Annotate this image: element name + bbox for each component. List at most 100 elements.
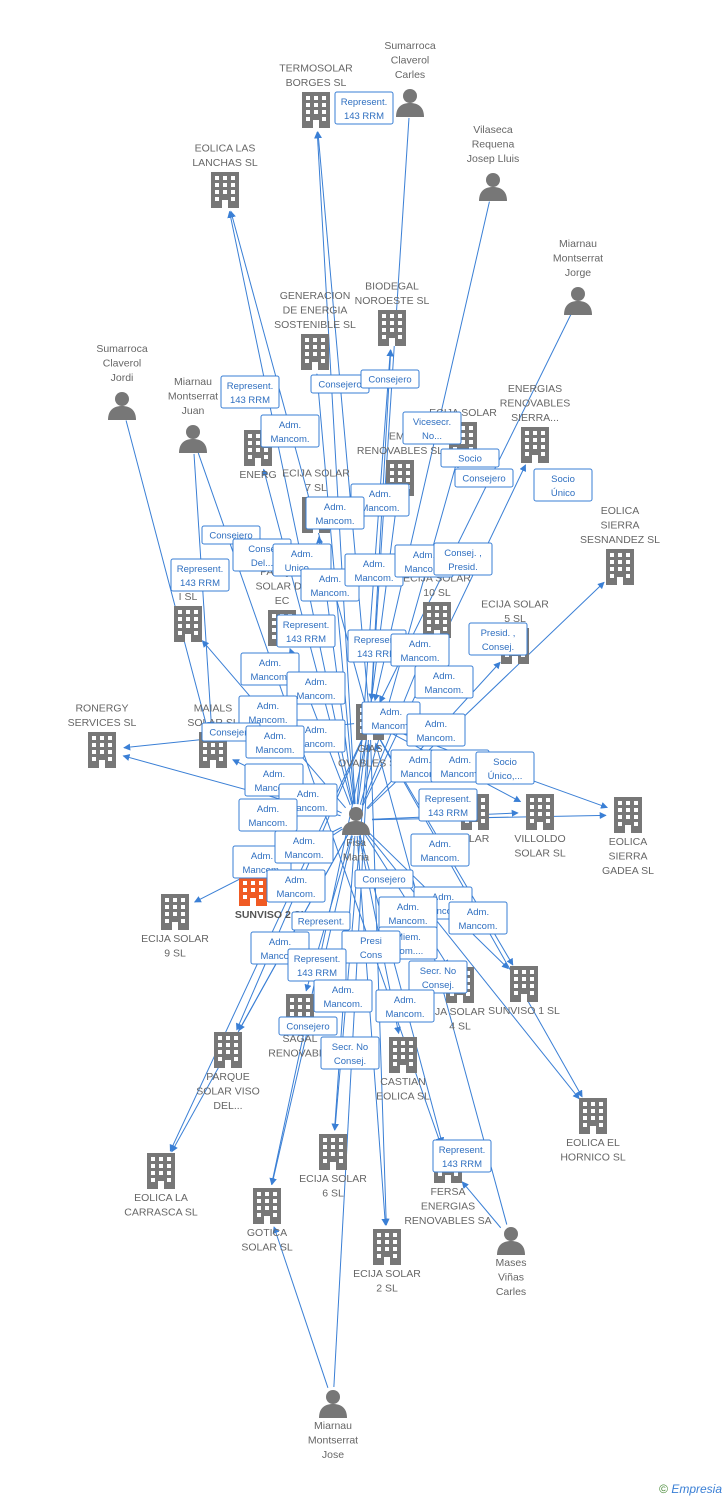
edge-role-label[interactable]: Adm.Mancom. <box>350 483 410 517</box>
edge-role-label[interactable]: Represent.143 RRM <box>220 375 280 409</box>
edge-role-label[interactable]: Consejero <box>310 374 370 394</box>
edge-role-label[interactable]: Adm.Mancom. <box>240 652 300 686</box>
edge-role-label[interactable]: Represent. <box>291 911 351 931</box>
node-label-line: 10 SL <box>423 587 451 599</box>
edge-role-label[interactable]: Presid. ,Consej. <box>468 622 528 656</box>
edge-label-text: Mancom. <box>248 818 287 829</box>
edge-role-label[interactable]: Adm.Mancom. <box>406 713 466 747</box>
edge-role-label[interactable]: Adm.Mancom. <box>245 725 305 759</box>
edge-label-text: Presid. , <box>481 628 516 639</box>
node-label-line: 7 SL <box>305 482 327 494</box>
company-node-energias_sierra[interactable]: ENERGIASRENOVABLESSIERRA... <box>500 383 570 463</box>
edge-role-label[interactable]: Consejero <box>278 1016 338 1036</box>
edge-role-label[interactable]: Consejero <box>354 869 414 889</box>
edge-role-label[interactable]: SocioÚnico,... <box>475 751 535 785</box>
edge-role-label[interactable]: Adm.Mancom. <box>375 989 435 1023</box>
edge-role-label[interactable]: Adm.Mancom. <box>378 896 438 930</box>
edge-role-label[interactable]: Adm.Mancom. <box>410 833 470 867</box>
edge-label-text: Mancom. <box>270 434 309 445</box>
footer-brand[interactable]: © Empresia <box>659 1482 722 1496</box>
edge-label-text: Adm. <box>257 701 279 712</box>
company-node-energ_partial[interactable]: ENERG <box>239 430 277 481</box>
edge-role-label[interactable]: Represent.143 RRM <box>418 788 478 822</box>
edge-role-label[interactable]: Adm.Mancom. <box>305 496 365 530</box>
edge-label-text: Cons <box>360 950 382 961</box>
edge-label-text: Único,... <box>488 771 523 782</box>
edge-role-label[interactable]: Adm.Mancom. <box>266 869 326 903</box>
edge-label-text: 143 RRM <box>442 1159 482 1170</box>
edge-role-label[interactable]: Adm.Mancom. <box>448 901 508 935</box>
edge-role-label[interactable]: Consejero <box>360 369 420 389</box>
edge-role-label[interactable]: Consejero <box>454 468 514 488</box>
company-node-sunviso1[interactable]: SUNVISO 1 SL <box>488 966 560 1017</box>
edge-role-label[interactable]: Represent.143 RRM <box>432 1139 492 1173</box>
edge-role-label[interactable]: Represent.143 RRM <box>287 948 347 982</box>
edge-role-label[interactable]: Adm.Mancom. <box>286 671 346 705</box>
edge-role-label[interactable]: Represent.143 RRM <box>170 558 230 592</box>
edge-role-label[interactable]: Adm.Mancom. <box>430 749 490 783</box>
edge-role-label[interactable]: Adm.Mancom. <box>414 665 474 699</box>
node-label-line: CASTIAN <box>380 1076 426 1088</box>
building-icon <box>211 172 239 208</box>
company-node-sunviso2[interactable]: SUNVISO 2 SL <box>235 870 308 921</box>
edge-label-box <box>274 830 334 864</box>
edge-label-text: Miem. <box>395 932 421 943</box>
edge-label-text: Vicesecr. <box>413 417 451 428</box>
edge-label-text: Adm. <box>305 677 327 688</box>
edge-role-label[interactable]: Adm.Mancom. <box>344 553 404 587</box>
edge-role-label[interactable]: Represent.143 RRM <box>334 91 394 125</box>
edge-label-box <box>320 1036 380 1070</box>
node-label-line: RENOVABLES SL <box>357 445 443 457</box>
edge-role-label[interactable]: Adm.Mancom. <box>238 798 298 832</box>
edge-label-text: Mancom. <box>248 715 287 726</box>
edge-role-label[interactable]: Represent.143 RRM <box>276 614 336 648</box>
edge-role-label[interactable]: Adm.Mancom. <box>390 633 450 667</box>
edge-role-label[interactable]: Adm.Mancom. <box>313 979 373 1013</box>
edge-role-label[interactable]: Socio <box>440 448 500 468</box>
edge-role-label[interactable]: Adm.Mancom. <box>260 414 320 448</box>
node-label-line: EOLICA LA <box>134 1192 188 1204</box>
node-label-line: SUNVISO 1 SL <box>488 1005 560 1017</box>
edge-label-text: No... <box>422 431 442 442</box>
edge-center_renovables-to-termosolar_borges <box>315 131 370 707</box>
edge-role-label[interactable]: Adm.Mancom. <box>274 830 334 864</box>
edge-role-label[interactable]: Vicesecr. No... <box>402 411 462 445</box>
edge-role-label[interactable]: Adm.Mancom. <box>361 701 421 735</box>
edge-role-label[interactable]: Consej. ,Presid. <box>433 542 493 576</box>
